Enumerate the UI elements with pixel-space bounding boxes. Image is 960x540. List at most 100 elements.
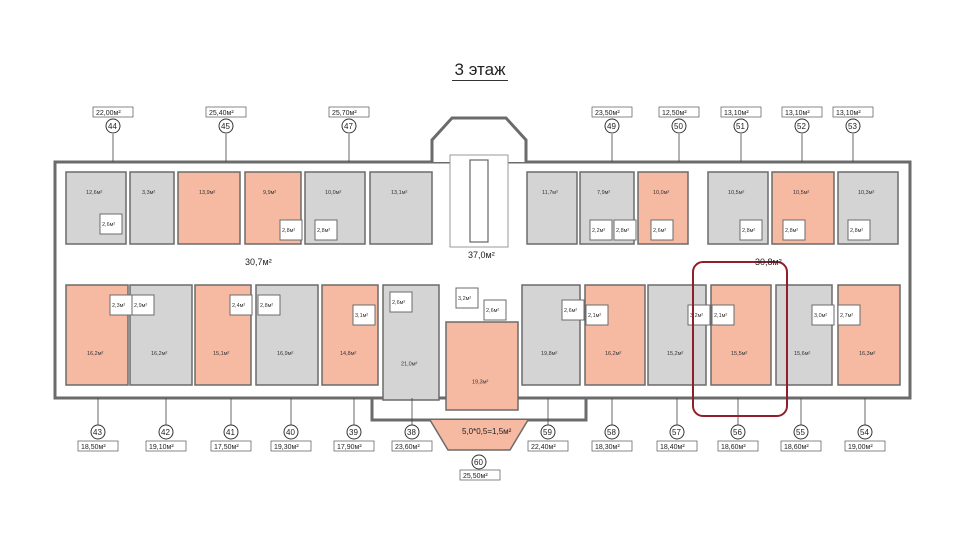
unit-number-top: 45 (221, 122, 230, 131)
room-bottom-area: 16,2м² (151, 351, 167, 357)
room-bottom[interactable] (710, 284, 772, 386)
unit-number-bottom: 58 (607, 428, 616, 437)
bath-top (589, 219, 613, 241)
unit-number-bottom: 56 (733, 428, 742, 437)
unit-area-box-bottom (656, 440, 698, 452)
room-bottom[interactable] (584, 284, 646, 386)
room-bottom-area: 16,3м² (859, 351, 875, 357)
unit-number-top: 53 (848, 122, 857, 131)
room-top-area: 11,7м² (542, 190, 558, 196)
unit-marker-top[interactable] (218, 118, 234, 134)
bath-bottom (585, 304, 609, 326)
room-bottom-area: 16,9м² (277, 351, 293, 357)
room-top[interactable] (177, 171, 241, 245)
unit-area-bottom: 17,90м² (337, 444, 362, 451)
unit-area-bottom: 18,40м² (660, 444, 685, 451)
room-bottom[interactable] (837, 284, 901, 386)
unit-area-top: 13,10м² (724, 110, 749, 117)
bath-bottom (561, 299, 585, 321)
room-top-area: 13,9м² (199, 190, 215, 196)
bath-top (279, 219, 303, 241)
room-top-area: 12,6м² (86, 190, 102, 196)
room-bottom[interactable] (445, 321, 519, 411)
unit-area-bottom: 19,30м² (274, 444, 299, 451)
unit-area-box-bottom (77, 440, 119, 452)
bath-bottom (257, 294, 281, 316)
bath-bottom-area: 3,2м² (690, 313, 703, 319)
unit-area-box-bottom (210, 440, 252, 452)
bath-bottom-area: 2,8м² (260, 303, 273, 309)
room-top-area: 10,5м² (793, 190, 809, 196)
unit-marker-bottom[interactable] (857, 424, 873, 440)
unit-marker-bottom[interactable] (346, 424, 362, 440)
bath-bottom-area: 2,7м² (840, 313, 853, 319)
bath-bottom (455, 287, 479, 309)
unit-marker-bottom[interactable] (540, 424, 556, 440)
center-unit-number: 60 (474, 458, 483, 467)
bath-bottom (131, 294, 155, 316)
unit-marker-bottom[interactable] (158, 424, 174, 440)
selected-unit-highlight[interactable] (692, 261, 788, 417)
unit-area-top: 13,10м² (836, 110, 861, 117)
unit-number-top: 51 (736, 122, 745, 131)
unit-area-box-top (591, 106, 633, 118)
room-bottom[interactable] (775, 284, 833, 386)
unit-area-box-top (781, 106, 823, 118)
unit-area-top: 12,50м² (662, 110, 687, 117)
bath-top-area: 2,8м² (850, 228, 863, 234)
bath-top-area: 2,8м² (317, 228, 330, 234)
unit-marker-top[interactable] (105, 118, 121, 134)
bath-top (847, 219, 871, 241)
unit-number-bottom: 41 (226, 428, 235, 437)
center-unit-marker[interactable] (471, 454, 487, 470)
unit-marker-top[interactable] (733, 118, 749, 134)
room-top[interactable] (129, 171, 175, 245)
unit-marker-bottom[interactable] (223, 424, 239, 440)
unit-number-top: 49 (607, 122, 616, 131)
unit-number-bottom: 39 (349, 428, 358, 437)
stair-well (469, 159, 489, 243)
unit-marker-top[interactable] (341, 118, 357, 134)
unit-number-bottom: 42 (161, 428, 170, 437)
bath-top-area: 2,2м² (592, 228, 605, 234)
unit-area-top: 25,70м² (332, 110, 357, 117)
room-bottom[interactable] (321, 284, 379, 386)
room-top[interactable] (369, 171, 433, 245)
bath-bottom (711, 304, 735, 326)
unit-marker-bottom[interactable] (90, 424, 106, 440)
unit-area-box-bottom (717, 440, 759, 452)
stair-hall-area: 37,0м² (468, 250, 495, 260)
unit-number-top: 44 (108, 122, 117, 131)
unit-marker-bottom[interactable] (604, 424, 620, 440)
unit-number-bottom: 57 (672, 428, 681, 437)
bath-bottom (229, 294, 253, 316)
unit-marker-bottom[interactable] (669, 424, 685, 440)
bath-bottom-area: 2,9м² (134, 303, 147, 309)
room-top-area: 10,0м² (325, 190, 341, 196)
bath-bottom-area: 3,0м² (814, 313, 827, 319)
unit-marker-bottom[interactable] (730, 424, 746, 440)
bath-bottom (352, 304, 376, 326)
unit-marker-bottom[interactable] (404, 424, 420, 440)
bath-bottom-area: 2,6м² (392, 300, 405, 306)
unit-area-box-bottom (270, 440, 312, 452)
bath-bottom (837, 304, 861, 326)
unit-marker-top[interactable] (671, 118, 687, 134)
bath-bottom-area: 3,1м² (355, 313, 368, 319)
unit-marker-top[interactable] (604, 118, 620, 134)
unit-marker-top[interactable] (794, 118, 810, 134)
bath-bottom-area: 2,4м² (232, 303, 245, 309)
room-bottom-area: 19,8м² (541, 351, 557, 357)
unit-area-box-bottom (780, 440, 822, 452)
unit-area-box-top (832, 106, 874, 118)
unit-marker-bottom[interactable] (283, 424, 299, 440)
room-bottom[interactable] (647, 284, 707, 386)
unit-marker-bottom[interactable] (793, 424, 809, 440)
bath-top (650, 219, 674, 241)
room-top[interactable] (526, 171, 578, 245)
bath-bottom (389, 291, 413, 313)
center-unit-area: 25,50м² (463, 473, 488, 480)
stair-tower (430, 116, 528, 162)
unit-marker-top[interactable] (845, 118, 861, 134)
